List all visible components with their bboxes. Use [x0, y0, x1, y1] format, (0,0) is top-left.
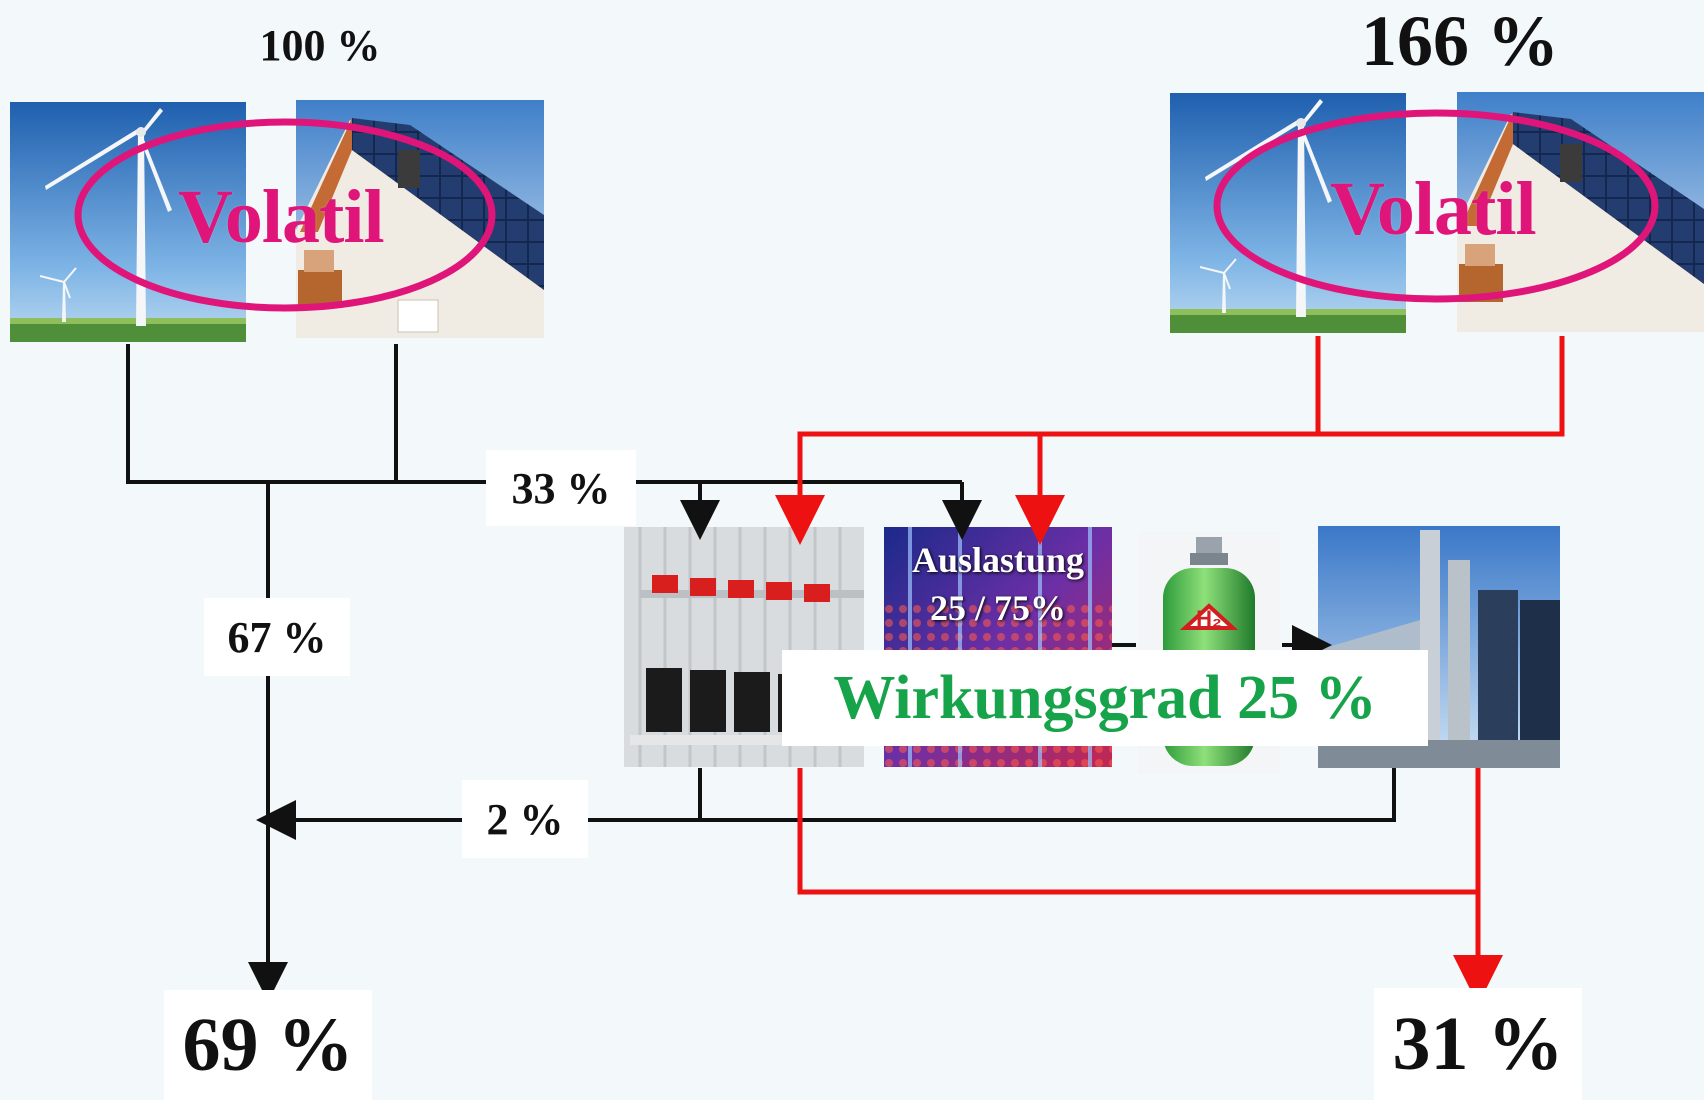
battery-storage-icon: [624, 527, 864, 767]
electrolyser-caption-line2: 25 / 75%: [929, 588, 1066, 628]
black-flow-lines: [126, 344, 1396, 1002]
to-battery-red-arrow: [775, 336, 1565, 545]
solar-house-icon-left: [296, 100, 544, 338]
volatile-label-left: Volatil: [178, 175, 385, 259]
red-flow-lines: [775, 336, 1565, 1005]
left-source-percent: 100 %: [259, 21, 381, 70]
volatile-ellipse-right: [1213, 109, 1659, 303]
battery-red-return-line: [797, 768, 1478, 895]
electrolyser-caption: Auslastung 25 / 75%: [884, 536, 1112, 632]
return-flow-percent: 2 %: [462, 780, 588, 858]
direct-flow-percent: 67 %: [204, 598, 350, 676]
right-source-percent: 166 %: [1361, 1, 1559, 81]
volatile-ellipse-left: [74, 118, 496, 312]
left-collector-line: [126, 344, 962, 484]
return-flow-arrow: [256, 768, 1396, 840]
wind-turbine-icon-left: [10, 102, 246, 342]
to-storage-percent: 33 %: [486, 450, 636, 526]
left-total-result: 69 %: [164, 990, 372, 1100]
right-total-result: 31 %: [1374, 988, 1582, 1100]
volatile-label-right: Volatil: [1330, 167, 1537, 251]
electrolyser-caption-line1: Auslastung: [911, 540, 1085, 580]
solar-house-icon-right: [1457, 92, 1704, 332]
efficiency-label: Wirkungsgrad 25 %: [782, 650, 1428, 746]
hydrogen-symbol: H₂: [1196, 606, 1222, 631]
